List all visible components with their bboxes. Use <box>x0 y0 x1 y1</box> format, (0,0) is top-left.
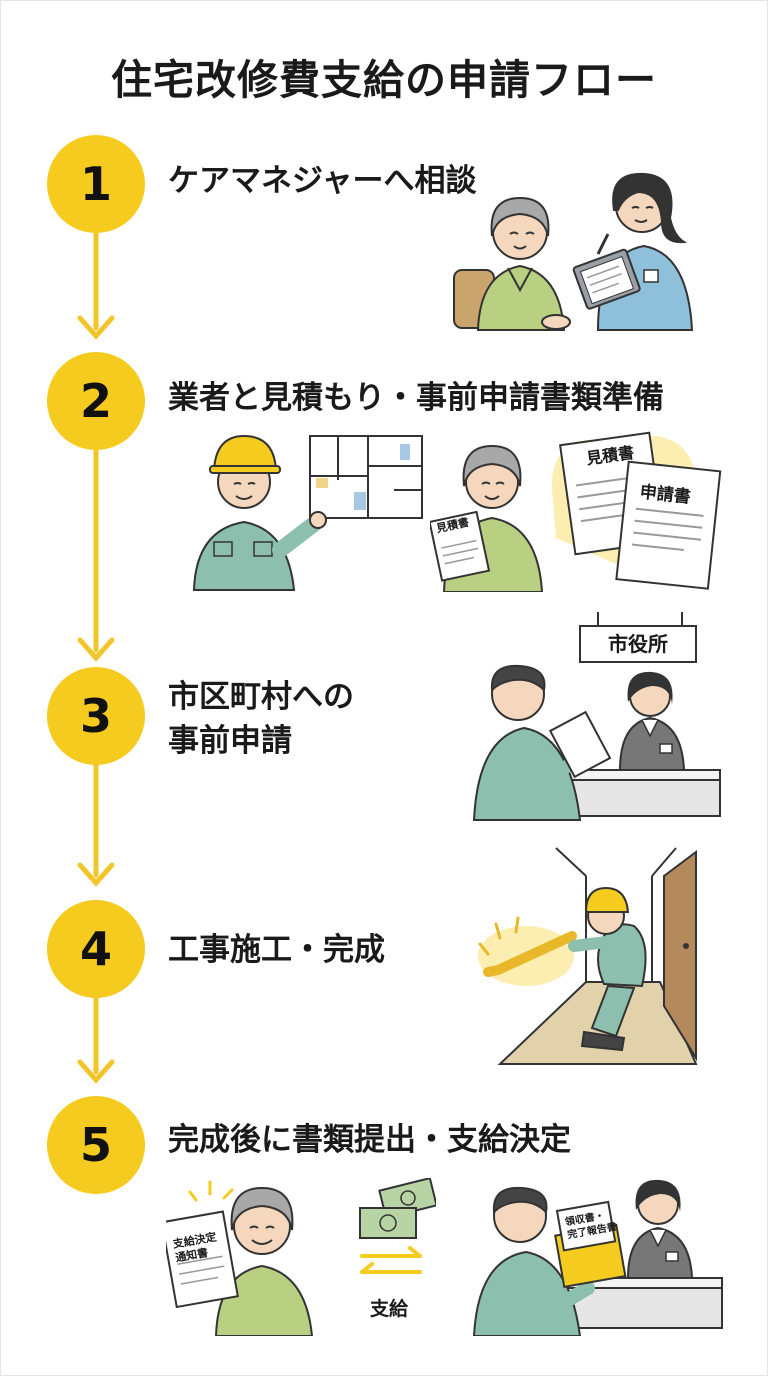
step-3-number: 3 <box>47 667 145 765</box>
payment-notice-illustration <box>166 1180 314 1336</box>
city-hall-sign: 市役所 <box>608 632 668 656</box>
city-hall-illustration <box>472 612 721 821</box>
contractor-illustration <box>192 434 423 591</box>
step-1-title: ケアマネジャーへ相談 <box>168 163 477 199</box>
payment-label: 支給 <box>369 1298 408 1320</box>
step-5-number: 5 <box>47 1096 145 1194</box>
page-title: 住宅改修費支給の申請フロー <box>111 56 657 104</box>
money-exchange-illustration <box>359 1178 436 1274</box>
document-submission-illustration <box>472 1179 723 1336</box>
documents-illustration <box>551 431 722 590</box>
arrow-head-2-3 <box>77 637 115 662</box>
construction-illustration <box>478 847 698 1065</box>
step-3-title-line2: 事前申請 <box>168 723 292 759</box>
step-2-title: 業者と見積もり・事前申請書類準備 <box>168 380 664 416</box>
step-1-number: 1 <box>47 135 145 233</box>
elderly-with-estimate-illustration <box>430 444 544 592</box>
consultation-illustration <box>453 172 694 331</box>
step-3-title-line1: 市区町村への <box>168 679 354 715</box>
step-2-number: 2 <box>47 352 145 450</box>
step-4-number: 4 <box>47 900 145 998</box>
arrow-head-4-5 <box>77 1059 115 1084</box>
arrow-head-1-2 <box>77 315 115 340</box>
step-5-title: 完成後に書類提出・支給決定 <box>168 1122 571 1158</box>
arrow-head-3-4 <box>77 862 115 887</box>
step-4-title: 工事施工・完成 <box>168 932 385 968</box>
application-doc-label: 申請書 <box>638 482 692 508</box>
